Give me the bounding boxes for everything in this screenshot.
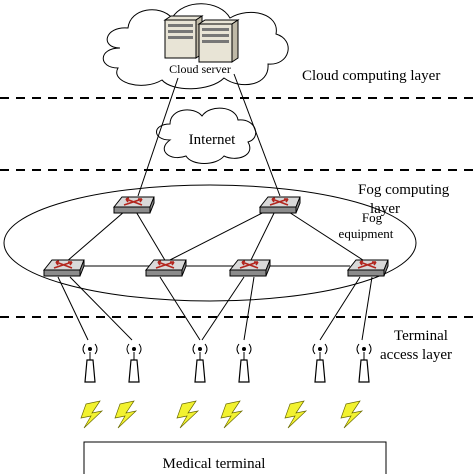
lightning-icon [176,400,199,429]
router-icon [347,259,389,277]
link-router-antenna [361,276,373,341]
medical-terminal-label: Medical terminal [163,456,266,472]
cloud-server-label: Cloud server [169,62,231,76]
antenna-icon [82,343,98,383]
fog-link [165,204,279,263]
link-router-antenna [201,276,245,341]
lightning-icon [340,400,363,429]
fog-equipment-label-line1: Fog [362,210,383,225]
server-icon [163,15,204,59]
link-router-antenna [319,276,361,341]
layer-label-cloud: Cloud computing layer [302,68,440,84]
fog-boundary [3,184,417,302]
antenna-icon [192,343,208,383]
lightning-icon [284,400,307,429]
link-cloud-router-right [233,73,281,197]
lightning-icon [80,400,103,429]
internet-label: Internet [189,132,236,148]
link-router-antenna [243,276,255,341]
fog-link [249,204,279,263]
fog-link [277,204,367,263]
link-router-antenna [57,276,89,341]
antenna-icon [356,343,372,383]
router-icon [43,259,85,277]
lightning-icon [114,400,137,429]
server-icon [197,19,240,63]
antenna-icon [126,343,142,383]
router-icon [229,259,271,277]
link-router-antenna [69,276,133,341]
fog-equipment-label-line2: equipment [339,226,394,241]
link-router-antenna [159,276,201,341]
lightning-icon [220,400,243,429]
fog-link [65,204,133,263]
layer-label-fog-line2: layer [370,201,400,217]
fog-link [131,204,167,263]
layer-label-terminal-line1: Terminal [394,328,448,344]
router-icon [145,259,187,277]
link-cloud-router-left [137,77,179,197]
router-icon [113,196,155,214]
antenna-icon [236,343,252,383]
medical-terminal-box [83,441,387,474]
antenna-icon [312,343,328,383]
layer-label-fog-line1: Fog computing [358,182,450,198]
layer-label-terminal-line2: access layer [380,347,452,363]
router-icon [259,196,301,214]
